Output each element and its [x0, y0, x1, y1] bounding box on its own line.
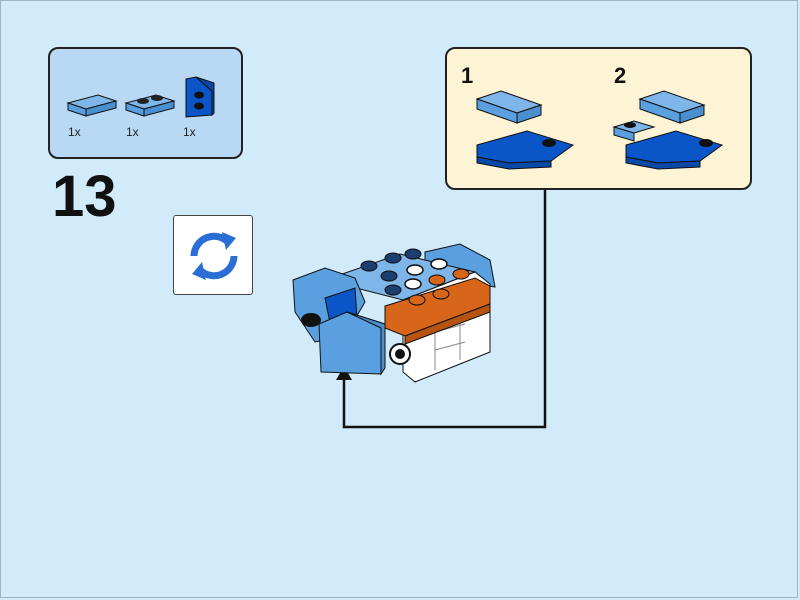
sub-step-1-illustration — [475, 90, 575, 170]
sub-step-label-2: 2 — [614, 63, 627, 88]
part-quantity-1: 1x — [68, 125, 81, 139]
parts-list-panel: 1x 1x 1x — [48, 47, 243, 159]
rotate-model-icon — [190, 232, 238, 280]
part-quantity-2: 1x — [126, 125, 139, 139]
part-quantity-3: 1x — [183, 125, 196, 139]
sub-step-label-1: 1 — [461, 63, 474, 88]
step-number: 13 — [52, 164, 117, 229]
main-model-illustration — [292, 243, 496, 383]
plate-1x2-icon — [124, 94, 176, 117]
sub-assembly-panel: 1 2 — [445, 47, 752, 190]
sub-step-2-illustration — [612, 90, 724, 170]
rotate-model-button — [173, 215, 253, 295]
wedge-plate-icon — [185, 76, 215, 118]
tile-1x2-icon — [66, 94, 118, 117]
